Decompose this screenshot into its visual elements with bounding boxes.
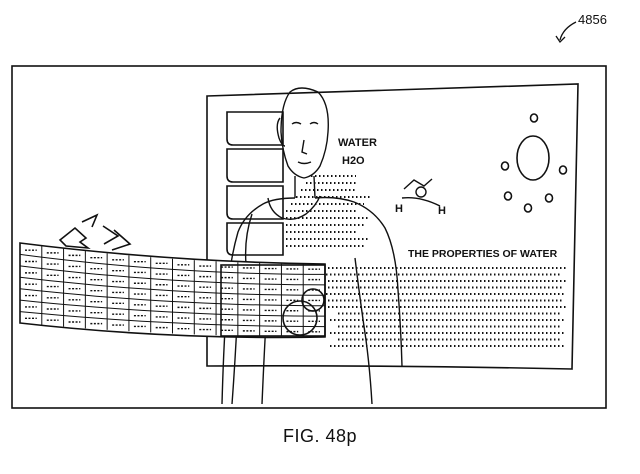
- keyboard-highlight-box: [220, 264, 326, 337]
- frame: [11, 65, 607, 409]
- floating-keyboard-panel: [19, 242, 326, 339]
- keyboard-grid-row: [19, 265, 326, 286]
- keyboard-circle-small: [301, 288, 325, 312]
- keyboard-grid-row: [19, 299, 325, 317]
- screen-subtitle: THE PROPERTIES OF WATER: [408, 248, 558, 260]
- screen-placeholder-text-lines: [286, 175, 566, 347]
- screen-sidebar-tiles: [226, 111, 284, 256]
- molecule-h-left: H: [395, 203, 403, 215]
- screen-heading-water: WATER: [338, 137, 377, 149]
- screen-heading-h2o: H2O: [342, 155, 365, 167]
- keyboard-grid-row: [19, 276, 326, 296]
- molecule-h-right: H: [438, 205, 446, 217]
- figure-caption: FIG. 48p: [282, 426, 358, 446]
- molecule-icon: [401, 178, 441, 207]
- reference-arrow: [555, 21, 577, 44]
- reference-number: 4856: [578, 12, 607, 27]
- droplet-cluster: [500, 113, 568, 213]
- keyboard-grid-row: [19, 288, 325, 307]
- floating-arrow-glyphs: [58, 213, 132, 251]
- keyboard-grid-row: [19, 311, 326, 328]
- keyboard-grid-row: [19, 253, 325, 275]
- keyboard-circle-large: [282, 300, 318, 336]
